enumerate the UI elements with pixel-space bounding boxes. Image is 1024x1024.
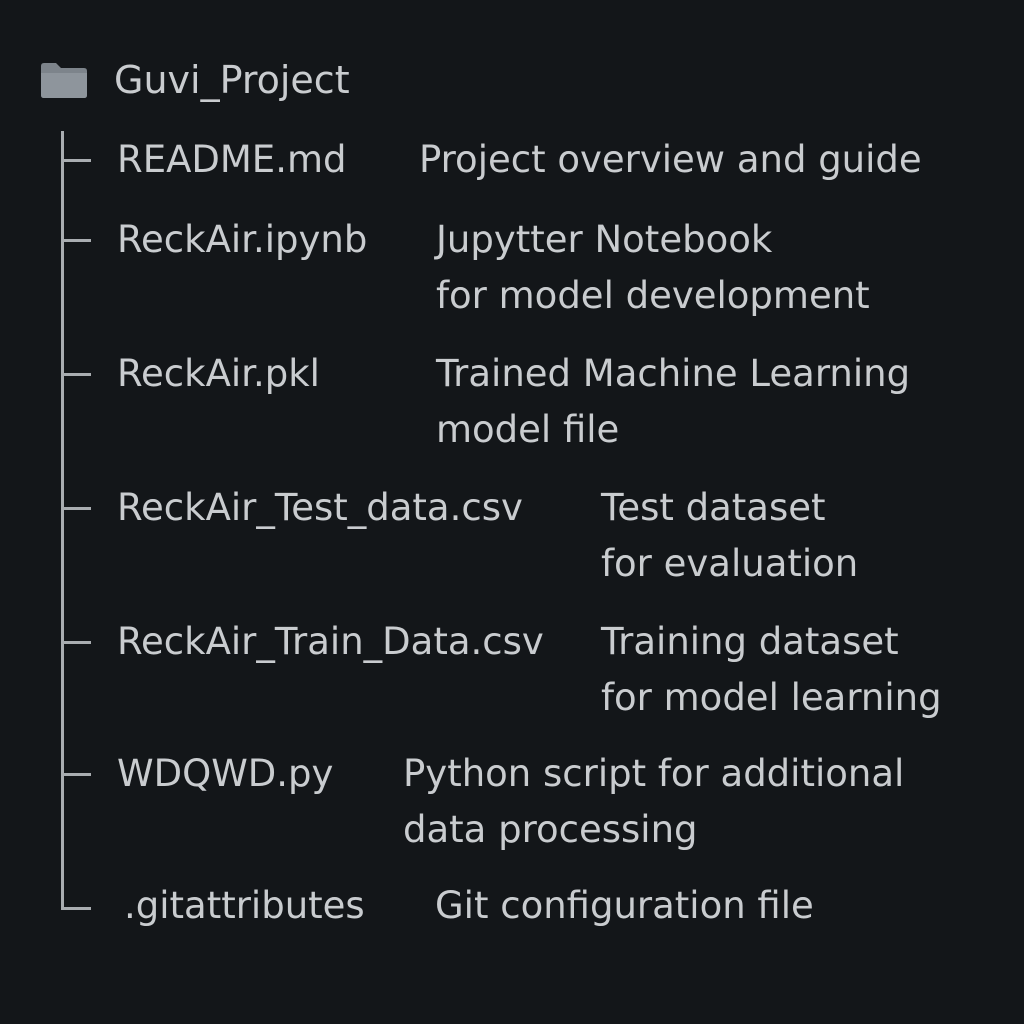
tree-branch [61, 773, 91, 776]
folder-icon [41, 63, 87, 98]
file-name: ReckAir.pkl [117, 352, 320, 395]
file-description: Project overview and guide [419, 138, 922, 181]
file-name: WDQWD.py [117, 752, 334, 795]
tree-branch [61, 641, 91, 644]
file-name: ReckAir.ipynb [117, 218, 368, 261]
file-description: Jupytter Notebook for model development [436, 218, 870, 317]
tree-branch [61, 373, 91, 376]
tree-branch [61, 159, 91, 162]
file-name: ReckAir_Test_data.csv [117, 486, 523, 529]
tree-branch [61, 239, 91, 242]
file-description: Python script for additional data proces… [403, 752, 905, 851]
tree-branch [61, 507, 91, 510]
file-name: README.md [117, 138, 347, 181]
file-name: .gitattributes [124, 884, 365, 927]
tree-trunk-line [61, 131, 64, 910]
file-description: Training dataset for model learning [601, 620, 942, 719]
tree-branch [61, 907, 91, 910]
root-folder-name: Guvi_Project [114, 58, 350, 102]
file-name: ReckAir_Train_Data.csv [117, 620, 544, 663]
file-description: Test dataset for evaluation [601, 486, 859, 585]
file-description: Trained Machine Learning model file [436, 352, 911, 451]
file-description: Git configuration file [435, 884, 814, 927]
